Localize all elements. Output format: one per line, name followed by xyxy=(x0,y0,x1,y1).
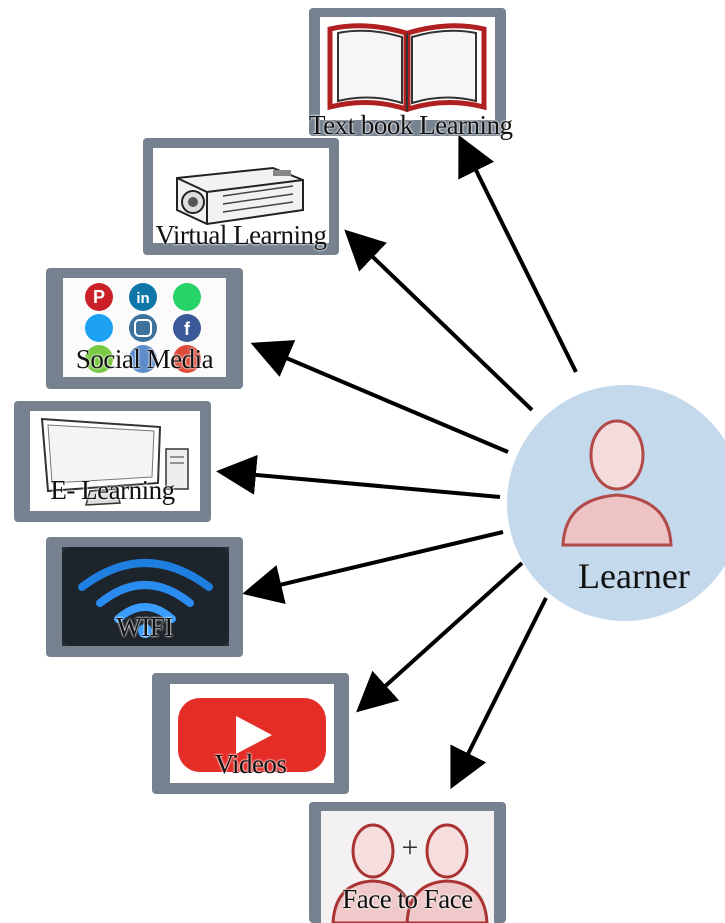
youtube-play-icon xyxy=(178,698,326,772)
node-social: P in f Social Media xyxy=(46,268,243,389)
svg-text:P: P xyxy=(93,287,105,307)
arrow-to-social xyxy=(250,340,509,454)
node-label: Virtual Learning xyxy=(155,220,327,250)
node-label: Text book Learning xyxy=(309,110,513,140)
learner-circle xyxy=(507,385,725,621)
node-label: Videos xyxy=(214,749,287,779)
node-videos: Videos xyxy=(152,673,349,794)
node-label: WIFI xyxy=(116,612,173,642)
social-media-icons: P in f xyxy=(85,283,201,373)
wifi-icon xyxy=(62,547,229,646)
projector-icon xyxy=(176,166,304,226)
node-elearning: E- Learning xyxy=(14,401,211,522)
open-book-icon xyxy=(327,23,487,113)
two-people-icon: + xyxy=(331,823,489,923)
learner-label: Learner xyxy=(578,556,690,596)
node-textbook: Text book Learning xyxy=(309,8,513,140)
computer-monitor-icon xyxy=(40,417,189,506)
arrow-to-virtual xyxy=(344,229,534,412)
person-icon xyxy=(561,419,673,547)
node-wifi: WIFI xyxy=(46,537,243,657)
node-virtual: Virtual Learning xyxy=(143,138,339,255)
arrow-to-elearning xyxy=(216,454,501,499)
svg-text:in: in xyxy=(136,290,149,307)
svg-text:f: f xyxy=(184,319,191,339)
node-label: Social Media xyxy=(75,344,214,374)
svg-text:+: + xyxy=(402,831,419,864)
arrow-to-textbook xyxy=(458,134,578,373)
node-label: E- Learning xyxy=(50,475,175,505)
node-face: + Face to Face xyxy=(309,802,506,923)
arrow-to-wifi xyxy=(242,530,504,605)
arrow-to-face xyxy=(450,597,548,790)
node-label: Face to Face xyxy=(342,884,473,914)
arrow-to-videos xyxy=(356,561,524,713)
